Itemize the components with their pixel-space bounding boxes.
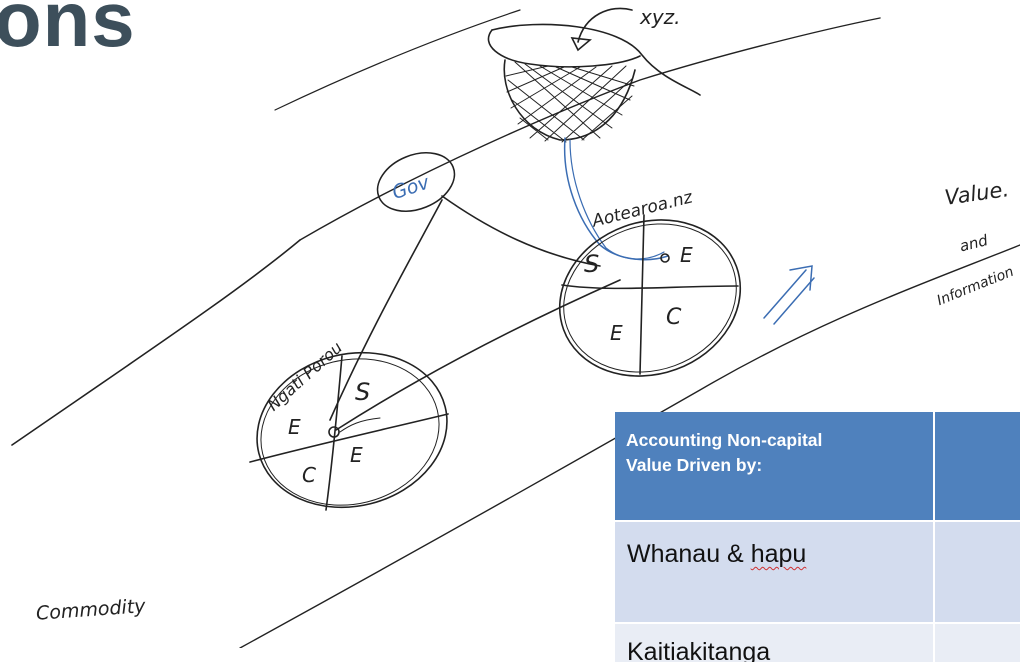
information-label: Information	[935, 264, 1016, 309]
road-line-upper	[11, 239, 301, 446]
table-row-cell-2	[935, 624, 1020, 662]
ngati-porou-label: Ngati Porou	[264, 338, 346, 415]
road-line-top	[274, 9, 521, 111]
line-gov-to-aotearoa	[441, 195, 601, 267]
accounting-table: Accounting Non-capital Value Driven by: …	[615, 412, 1020, 662]
ngati-quad-e-left: E	[288, 415, 301, 439]
basket-sketch	[487, 7, 701, 143]
blue-double-arrow	[763, 265, 815, 325]
table-cell-text: Whanau & hapu	[627, 540, 807, 568]
gov-label: Gov	[389, 171, 432, 204]
slide-title-fragment: ons	[0, 0, 136, 63]
ngati-quad-s: S	[355, 378, 370, 406]
table-header-cell-2	[935, 412, 1020, 520]
aotearoa-quad-e-top: E	[680, 243, 693, 267]
aotearoa-quad-s: S	[584, 250, 599, 278]
whiteboard-sketch: xyz. Gov Aotearoa.nz S E E C	[11, 5, 1020, 648]
and-label: and	[958, 231, 990, 255]
ngati-porou-circle	[249, 351, 449, 511]
aotearoa-quad-e-bottom: E	[610, 321, 623, 345]
ngati-quad-c: C	[302, 463, 316, 487]
table-row: Kaitiakitanga	[615, 624, 933, 662]
value-label: Value.	[943, 177, 1010, 210]
table-cell-text: Kaitiakitanga	[627, 638, 771, 662]
road-line-middle	[299, 17, 881, 241]
road-line-lower	[239, 244, 1020, 648]
aotearoa-circle	[558, 214, 742, 377]
table-header-cell: Accounting Non-capital Value Driven by:	[615, 412, 933, 520]
ngati-quad-e-right: E	[350, 443, 363, 467]
table-row: Whanau & hapu	[615, 522, 933, 622]
table-row-cell-2	[935, 522, 1020, 622]
commodity-label: Commodity	[35, 595, 147, 625]
aotearoa-quad-c: C	[666, 305, 682, 330]
blue-link	[563, 137, 669, 261]
table-header-text: Accounting Non-capital Value Driven by:	[626, 430, 823, 475]
line-ngati-to-aotearoa	[335, 279, 621, 431]
blue-link-2	[569, 139, 665, 260]
line-gov-to-ngati	[329, 199, 443, 421]
basket-label: xyz.	[639, 5, 681, 29]
gov-bubble	[376, 152, 456, 212]
